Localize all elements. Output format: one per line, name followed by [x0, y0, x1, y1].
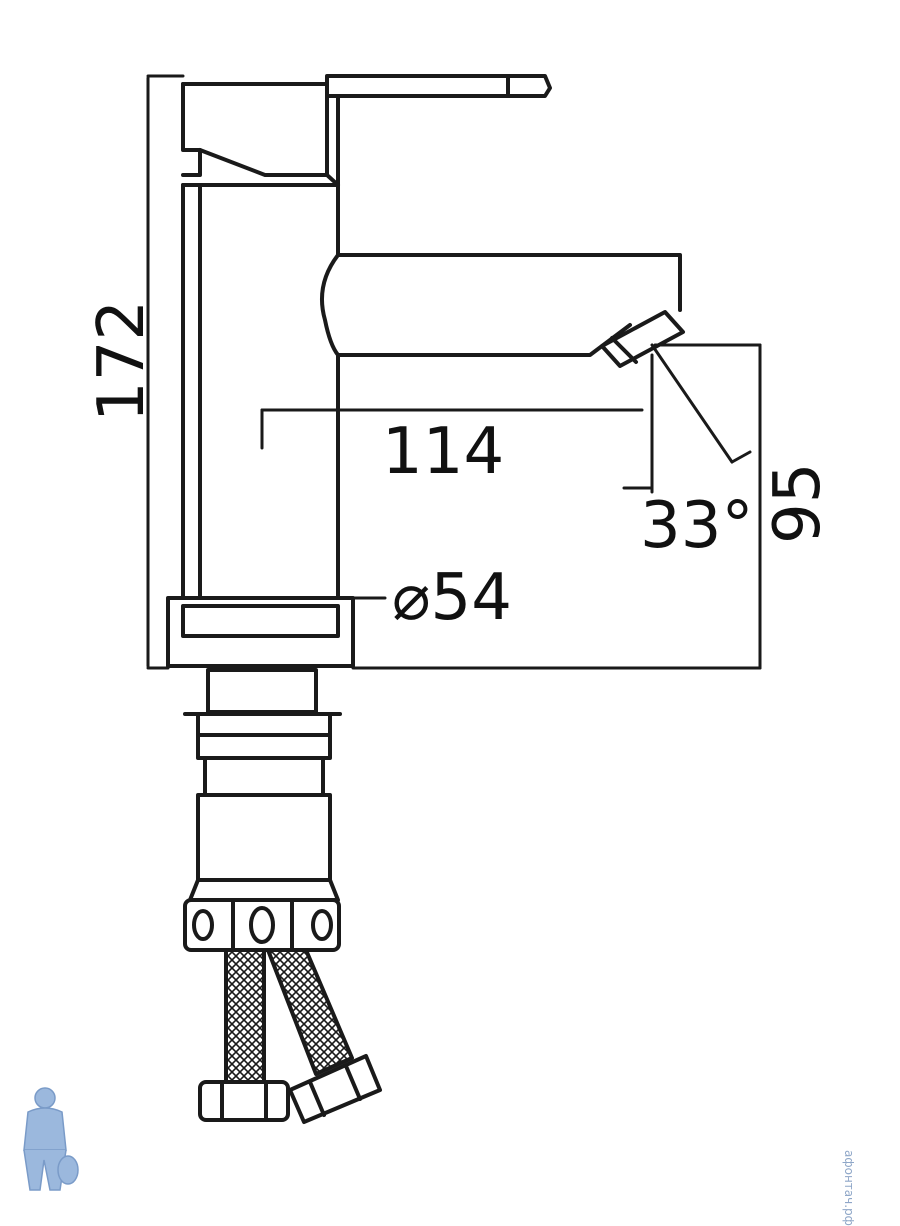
- dimension-label-172: 172: [85, 299, 159, 422]
- watermark-text: афонтач.рф: [842, 1150, 856, 1226]
- hose-left: [224, 948, 266, 1084]
- faucet-body: [181, 183, 340, 600]
- dimension-label-95: 95: [761, 462, 835, 544]
- faucet-drawing: [23, 74, 762, 1191]
- mounting-shank: [183, 668, 342, 902]
- dimension-172: [146, 74, 185, 670]
- hose-nut-left: [198, 1080, 290, 1122]
- dimension-95: [351, 343, 762, 670]
- dimension-label-54: ⌀54: [392, 561, 512, 635]
- hex-fitting: [183, 898, 341, 952]
- dimension-label-114: 114: [382, 415, 505, 489]
- spout: [320, 253, 685, 368]
- dimension-114: [260, 353, 654, 494]
- dimension-33-degrees: [650, 343, 752, 464]
- hose-right: [266, 948, 354, 1076]
- hose-nut-right: [288, 1054, 382, 1124]
- handle-lever: [181, 74, 552, 187]
- dimension-label-33-degrees: 33°: [640, 489, 754, 563]
- plumber-logo: [23, 1087, 79, 1191]
- base-flange: [166, 596, 355, 668]
